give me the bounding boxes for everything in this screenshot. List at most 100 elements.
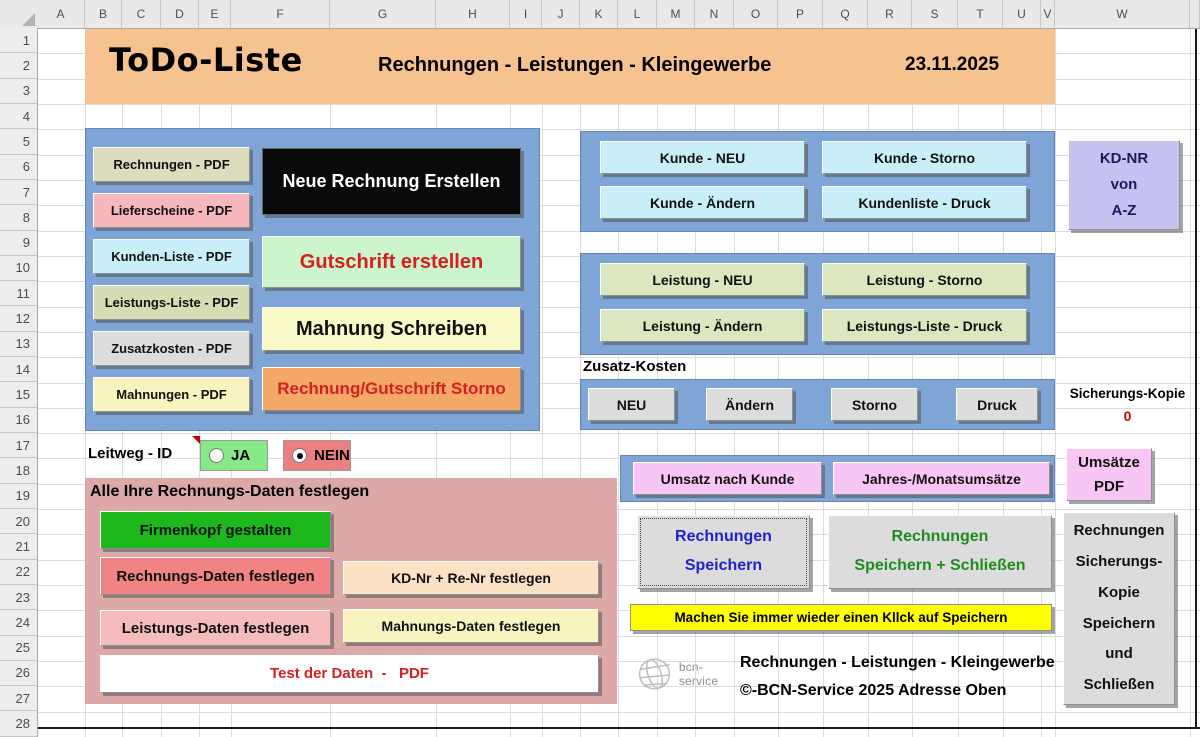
column-header[interactable]: M (657, 0, 695, 28)
kundenliste-druck-button[interactable]: Kundenliste - Druck (822, 186, 1027, 219)
column-header[interactable]: V (1041, 0, 1055, 28)
leitweg-ja-radio[interactable]: JA (200, 440, 268, 471)
row-header[interactable]: 12 (0, 306, 37, 332)
row-header[interactable]: 26 (0, 661, 37, 687)
row-header[interactable]: 1 (0, 28, 37, 54)
test-der-daten-pdf-button[interactable]: Test der Daten - PDF (100, 655, 599, 693)
column-header[interactable]: G (330, 0, 436, 28)
sicherungs-kopie-speichern-schliessen-button[interactable]: Rechnungen Sicherungs- Kopie Speichern u… (1063, 512, 1175, 705)
umsatz-nach-kunde-button[interactable]: Umsatz nach Kunde (633, 462, 822, 495)
row-header[interactable]: 25 (0, 636, 37, 661)
column-header[interactable]: P (778, 0, 823, 28)
column-header[interactable]: R (868, 0, 912, 28)
kunde-neu-button[interactable]: Kunde - NEU (600, 141, 805, 174)
row-header[interactable]: 21 (0, 534, 37, 560)
row-header[interactable]: 20 (0, 509, 37, 535)
row-header[interactable]: 8 (0, 205, 37, 231)
kdnr-renr-festlegen-button[interactable]: KD-Nr + Re-Nr festlegen (343, 561, 599, 595)
column-header[interactable]: C (122, 0, 161, 28)
footer-line2: ©-BCN-Service 2025 Adresse Oben (740, 682, 1007, 699)
rechnungen-speichern-schliessen-button[interactable]: Rechnungen Speichern + Schließen (828, 515, 1052, 589)
mahnungen-pdf-button[interactable]: Mahnungen - PDF (93, 377, 250, 412)
kunde-aendern-button[interactable]: Kunde - Ändern (600, 186, 805, 219)
page-title: ToDo-Liste (109, 41, 303, 79)
leistung-neu-button[interactable]: Leistung - NEU (600, 263, 805, 296)
print-area-border-right (1195, 28, 1197, 729)
column-header[interactable]: O (734, 0, 778, 28)
leistung-aendern-button[interactable]: Leistung - Ändern (600, 309, 805, 342)
row-header[interactable]: 15 (0, 382, 37, 408)
leistungs-daten-festlegen-button[interactable]: Leistungs-Daten festlegen (100, 610, 331, 646)
gutschrift-erstellen-button[interactable]: Gutschrift erstellen (262, 236, 521, 288)
column-header[interactable]: A (37, 0, 85, 28)
kunden-liste-pdf-button[interactable]: Kunden-Liste - PDF (93, 239, 250, 274)
column-header[interactable]: T (958, 0, 1003, 28)
kunde-storno-button[interactable]: Kunde - Storno (822, 141, 1027, 174)
column-header[interactable]: E (199, 0, 231, 28)
row-header[interactable]: 19 (0, 484, 37, 509)
row-header[interactable]: 5 (0, 129, 37, 155)
column-header[interactable]: K (580, 0, 618, 28)
row-header[interactable]: 6 (0, 155, 37, 180)
row-header[interactable]: 28 (0, 711, 37, 737)
column-header[interactable]: S (912, 0, 958, 28)
mahnungs-daten-festlegen-button[interactable]: Mahnungs-Daten festlegen (343, 609, 599, 643)
rechnungs-daten-festlegen-button[interactable]: Rechnungs-Daten festlegen (100, 557, 331, 595)
row-header[interactable]: 10 (0, 256, 37, 282)
umsaetze-pdf-button[interactable]: Umsätze PDF (1066, 448, 1152, 501)
select-all-corner[interactable] (0, 0, 38, 29)
gridline (37, 534, 1200, 536)
column-header[interactable] (1190, 0, 1200, 28)
jahres-monatsumsaetze-button[interactable]: Jahres-/Monatsumsätze (833, 462, 1050, 495)
column-header[interactable]: U (1003, 0, 1041, 28)
rechnung-gutschrift-storno-button[interactable]: Rechnung/Gutschrift Storno (262, 367, 521, 411)
column-header[interactable]: J (542, 0, 580, 28)
column-header[interactable]: Q (823, 0, 868, 28)
gridline (37, 559, 1200, 561)
row-header[interactable]: 27 (0, 686, 37, 712)
column-header[interactable]: B (85, 0, 122, 28)
rechnungen-speichern-button[interactable]: Rechnungen Speichern (637, 515, 810, 589)
mahnung-schreiben-button[interactable]: Mahnung Schreiben (262, 307, 521, 351)
leitweg-nein-radio[interactable]: NEIN (283, 440, 351, 471)
row-header[interactable]: 11 (0, 281, 37, 307)
gridline (37, 509, 1200, 511)
column-header[interactable]: W (1055, 0, 1190, 28)
row-header[interactable]: 2 (0, 53, 37, 79)
zusatz-storno-button[interactable]: Storno (831, 388, 918, 421)
gridline (37, 103, 1200, 105)
neue-rechnung-erstellen-button[interactable]: Neue Rechnung Erstellen (262, 148, 521, 215)
column-header[interactable]: H (436, 0, 510, 28)
lieferscheine-pdf-button[interactable]: Lieferscheine - PDF (93, 193, 250, 228)
row-header[interactable]: 13 (0, 332, 37, 358)
row-header[interactable]: 17 (0, 433, 37, 459)
column-header[interactable]: L (618, 0, 657, 28)
row-header[interactable]: 14 (0, 357, 37, 383)
row-header[interactable]: 4 (0, 104, 37, 130)
zusatz-druck-button[interactable]: Druck (956, 388, 1038, 421)
row-header[interactable]: 9 (0, 231, 37, 256)
leistung-storno-button[interactable]: Leistung - Storno (822, 263, 1027, 296)
row-header[interactable]: 7 (0, 180, 37, 206)
row-header[interactable]: 24 (0, 610, 37, 636)
kdnr-von-az-button[interactable]: KD-NR von A-Z (1068, 140, 1180, 230)
firmenkopf-gestalten-button[interactable]: Firmenkopf gestalten (100, 511, 331, 549)
column-header[interactable]: D (161, 0, 199, 28)
zusatz-neu-button[interactable]: NEU (588, 388, 675, 421)
zusatz-aendern-button[interactable]: Ändern (706, 388, 793, 421)
banner-subtitle: Rechnungen - Leistungen - Kleingewerbe (378, 54, 772, 76)
row-header[interactable]: 18 (0, 458, 37, 484)
row-header[interactable]: 3 (0, 79, 37, 104)
row-header[interactable]: 16 (0, 408, 37, 433)
leistungs-liste-pdf-button[interactable]: Leistungs-Liste - PDF (93, 285, 250, 320)
column-header[interactable]: F (231, 0, 330, 28)
column-header[interactable]: N (695, 0, 734, 28)
row-header[interactable]: 22 (0, 560, 37, 585)
globe-sketch-icon (638, 658, 671, 690)
row-header[interactable]: 23 (0, 585, 37, 611)
zusatzkosten-pdf-button[interactable]: Zusatzkosten - PDF (93, 331, 250, 366)
column-header[interactable]: I (510, 0, 542, 28)
leistungs-liste-druck-button[interactable]: Leistungs-Liste - Druck (822, 309, 1027, 342)
rechnungen-pdf-button[interactable]: Rechnungen - PDF (93, 147, 250, 182)
